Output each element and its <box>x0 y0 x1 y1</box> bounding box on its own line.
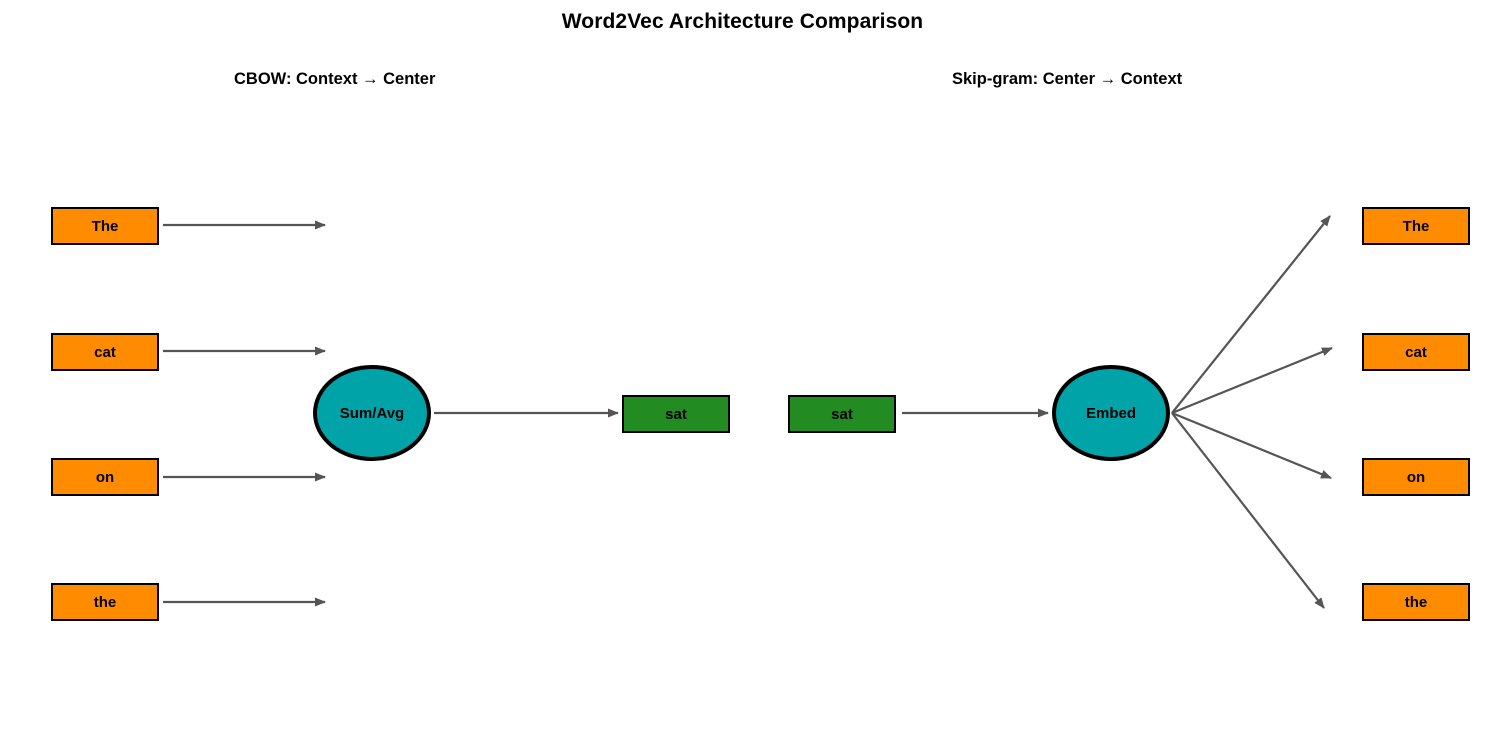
skipgram-context-box-the-lower[interactable]: the <box>1362 583 1470 621</box>
skipgram-context-box-the[interactable]: The <box>1362 207 1470 245</box>
cbow-context-box-on[interactable]: on <box>51 458 159 496</box>
arrow-Embed-to-on <box>1171 411 1332 480</box>
skipgram-center-box-sat[interactable]: sat <box>788 395 896 433</box>
arrow-Embed-to-The <box>1171 215 1331 414</box>
cbow-center-box-sat[interactable]: sat <box>622 395 730 433</box>
skipgram-embed-node[interactable]: Embed <box>1052 365 1170 461</box>
skipgram-context-box-cat[interactable]: cat <box>1362 333 1470 371</box>
cbow-context-box-the-lower[interactable]: the <box>51 583 159 621</box>
cbow-context-box-the[interactable]: The <box>51 207 159 245</box>
cbow-panel-subtitle: CBOW: Context → Center <box>234 70 436 88</box>
arrow-Embed-to-the <box>1171 412 1325 609</box>
figure-title: Word2Vec Architecture Comparison <box>561 10 924 33</box>
arrow-Embed-to-cat <box>1171 346 1333 415</box>
skipgram-context-box-on[interactable]: on <box>1362 458 1470 496</box>
cbow-sum-avg-node[interactable]: Sum/Avg <box>313 365 431 461</box>
cbow-context-box-cat[interactable]: cat <box>51 333 159 371</box>
skipgram-panel-subtitle: Skip-gram: Center → Context <box>952 70 1183 88</box>
